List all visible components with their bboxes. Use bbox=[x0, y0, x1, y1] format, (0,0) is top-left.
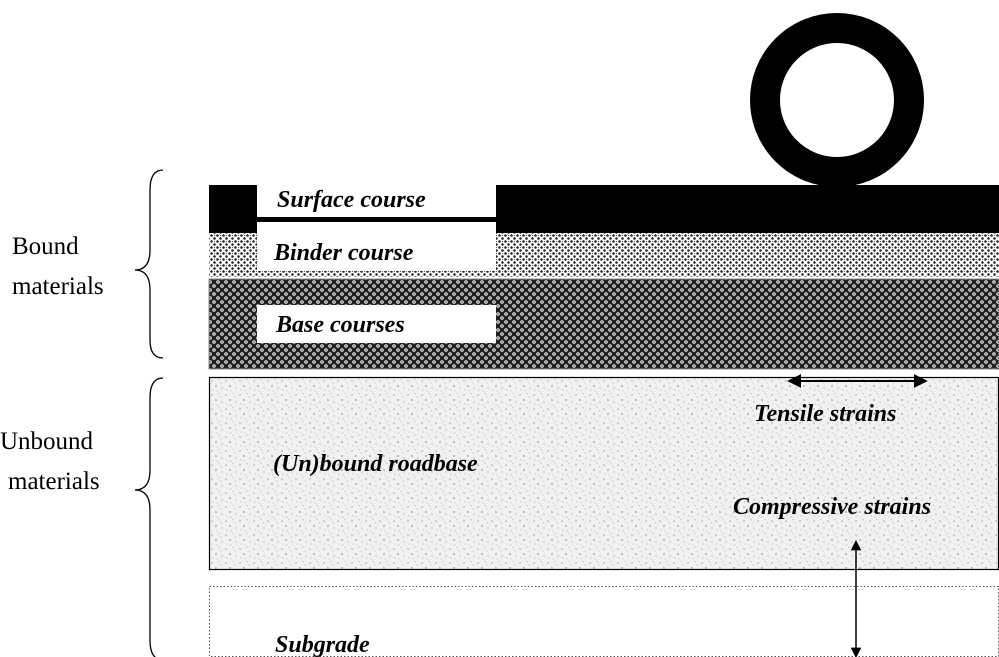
surface-course-label: Surface course bbox=[277, 187, 426, 213]
base-courses-label: Base courses bbox=[275, 312, 405, 338]
binder-course-label: Binder course bbox=[273, 240, 414, 266]
binder-label-box bbox=[257, 222, 496, 271]
unbound-brace-icon bbox=[134, 377, 164, 657]
wheel-icon bbox=[750, 13, 924, 187]
unbound-label-line1: Unbound bbox=[0, 428, 94, 455]
bound-label-line1: Bound bbox=[12, 233, 79, 260]
surface-label-box bbox=[257, 185, 496, 217]
roadbase-label: (Un)bound roadbase bbox=[273, 451, 478, 477]
bound-label-line2: materials bbox=[12, 273, 104, 300]
base-label-box bbox=[257, 305, 496, 343]
bound-brace-icon bbox=[134, 169, 164, 359]
subgrade-label: Subgrade bbox=[275, 632, 370, 657]
unbound-label-line2: materials bbox=[8, 468, 100, 495]
tensile-strains-label: Tensile strains bbox=[754, 401, 897, 427]
compressive-strains-label: Compressive strains bbox=[733, 494, 931, 520]
roadbase-layer bbox=[208, 376, 999, 571]
